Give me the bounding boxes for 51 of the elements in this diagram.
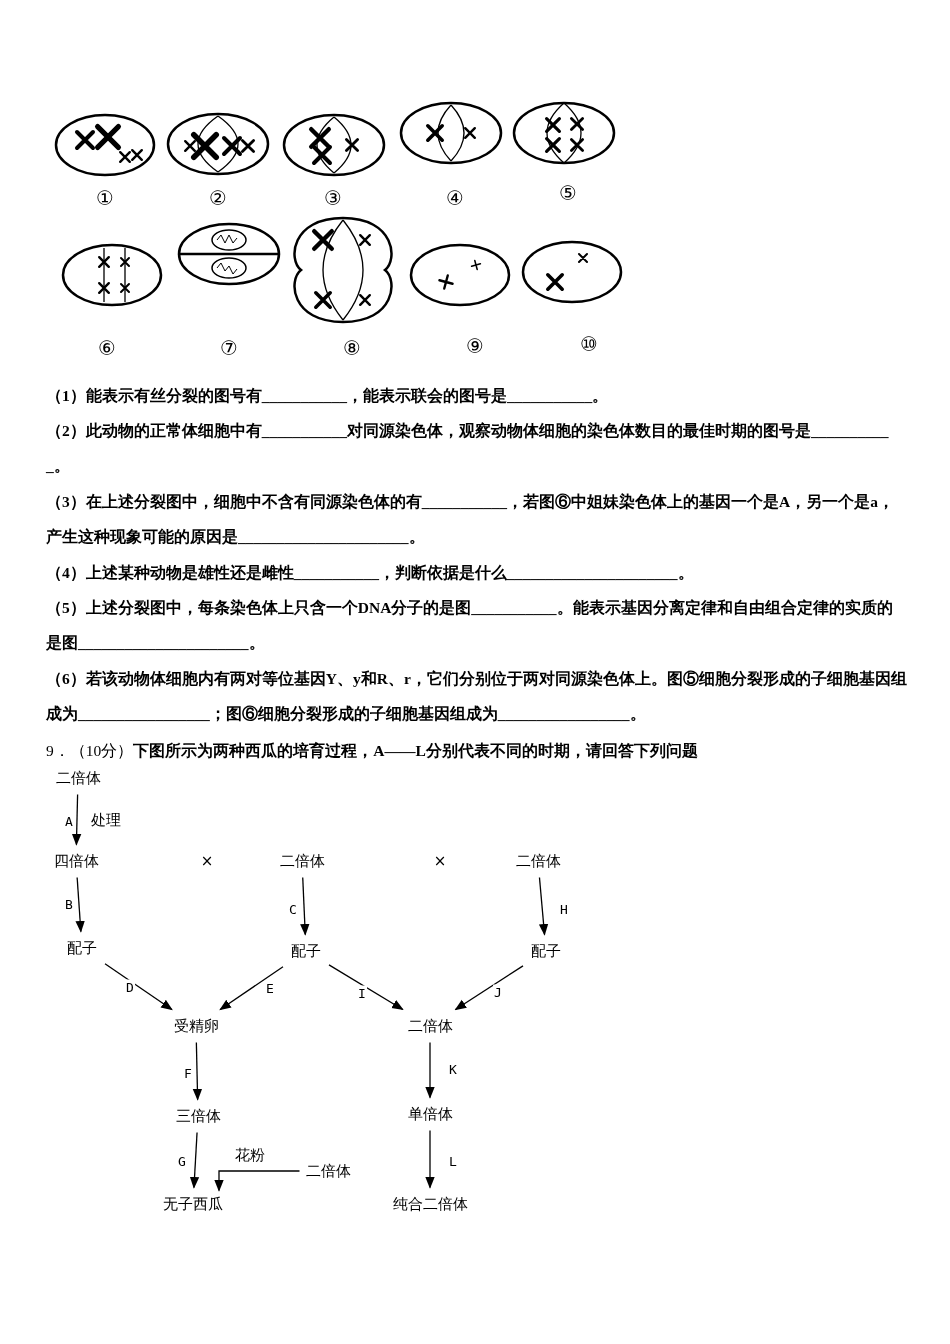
stage-label: 二倍体	[405, 1015, 455, 1037]
process-note: 处理	[91, 810, 121, 830]
question-text: （3）在上述分裂图中，细胞中不含有同源染色体的有___________，若图⑥中姐妹染色体上的基因一个是A，另一个是a，产生这种现象可能的原因是______________________。	[46, 492, 895, 547]
figure-number: ⑥	[98, 336, 116, 360]
stage-label: 单倍体	[405, 1103, 455, 1125]
arrow	[538, 876, 549, 936]
figure-number: ⑧	[343, 336, 361, 360]
question-heading: 9．（10分）下图所示为两种西瓜的培育过程，A——L分别代表不同的时期，请回答下列问题	[46, 741, 699, 761]
stage-label: 纯合二倍体	[390, 1193, 470, 1215]
figure-number: ①	[96, 186, 114, 210]
arrow	[425, 1041, 435, 1099]
figure-number: ③	[324, 186, 342, 210]
cross-symbol: ×	[200, 852, 214, 870]
arrow	[425, 1129, 435, 1189]
stage-label: 配子	[289, 940, 323, 962]
arrow	[219, 966, 284, 1011]
figure-number: ⑤	[559, 181, 577, 205]
arrow	[214, 1170, 301, 1192]
edge-label: J	[493, 984, 503, 1000]
edge-label: I	[357, 985, 367, 1001]
stage-label: 四倍体	[51, 850, 101, 872]
figure-number: ⑦	[220, 336, 238, 360]
cross-symbol: ×	[433, 852, 447, 870]
question-text: （5）上述分裂图中，每条染色体上只含一个DNA分子的是图___________。能表示基因分离定律和自由组合定律的实质的是图______________________。	[46, 598, 894, 653]
arrow	[454, 965, 524, 1011]
arrow	[300, 876, 310, 936]
edge-label: D	[125, 979, 135, 995]
arrow	[75, 876, 85, 933]
figure-number: ⑩	[580, 332, 598, 356]
arrow	[71, 793, 82, 846]
figure-number: ④	[446, 186, 464, 210]
stage-label: 二倍体	[277, 850, 327, 872]
stage-label: 二倍体	[513, 850, 563, 872]
arrow	[189, 1131, 200, 1189]
edge-label: 花粉	[234, 1145, 266, 1165]
stage-label: 三倍体	[173, 1105, 223, 1127]
figure-number: ②	[209, 186, 227, 210]
stage-label: 二倍体	[303, 1160, 353, 1182]
stage-label: 配子	[529, 940, 563, 962]
stage-label: 受精卵	[171, 1015, 221, 1037]
stage-label: 二倍体	[53, 767, 103, 789]
arrow	[104, 963, 173, 1011]
figure-number: ⑨	[466, 334, 484, 358]
question-text: （2）此动物的正常体细胞中有___________对同源染色体，观察动物体细胞的染色体数目的最佳时期的图号是___________。	[46, 421, 890, 476]
question-text: （4）上述某种动物是雄性还是雌性___________，判断依据是什么______________________。	[46, 563, 695, 583]
arrow	[328, 964, 404, 1011]
arrow	[192, 1041, 203, 1101]
stage-label: 无子西瓜	[161, 1193, 225, 1215]
question-text: （1）能表示有丝分裂的图号有___________，能表示联会的图号是___________。	[46, 386, 610, 406]
question-text: （6）若该动物体细胞内有两对等位基因Y、y和R、r，它们分别位于两对同源染色体上。图⑤细胞分裂形成的子细胞基因组成为_________________；图⑥细胞分裂形成的子细胞基因组成为_________________。	[46, 669, 908, 724]
stage-label: 配子	[65, 937, 99, 959]
